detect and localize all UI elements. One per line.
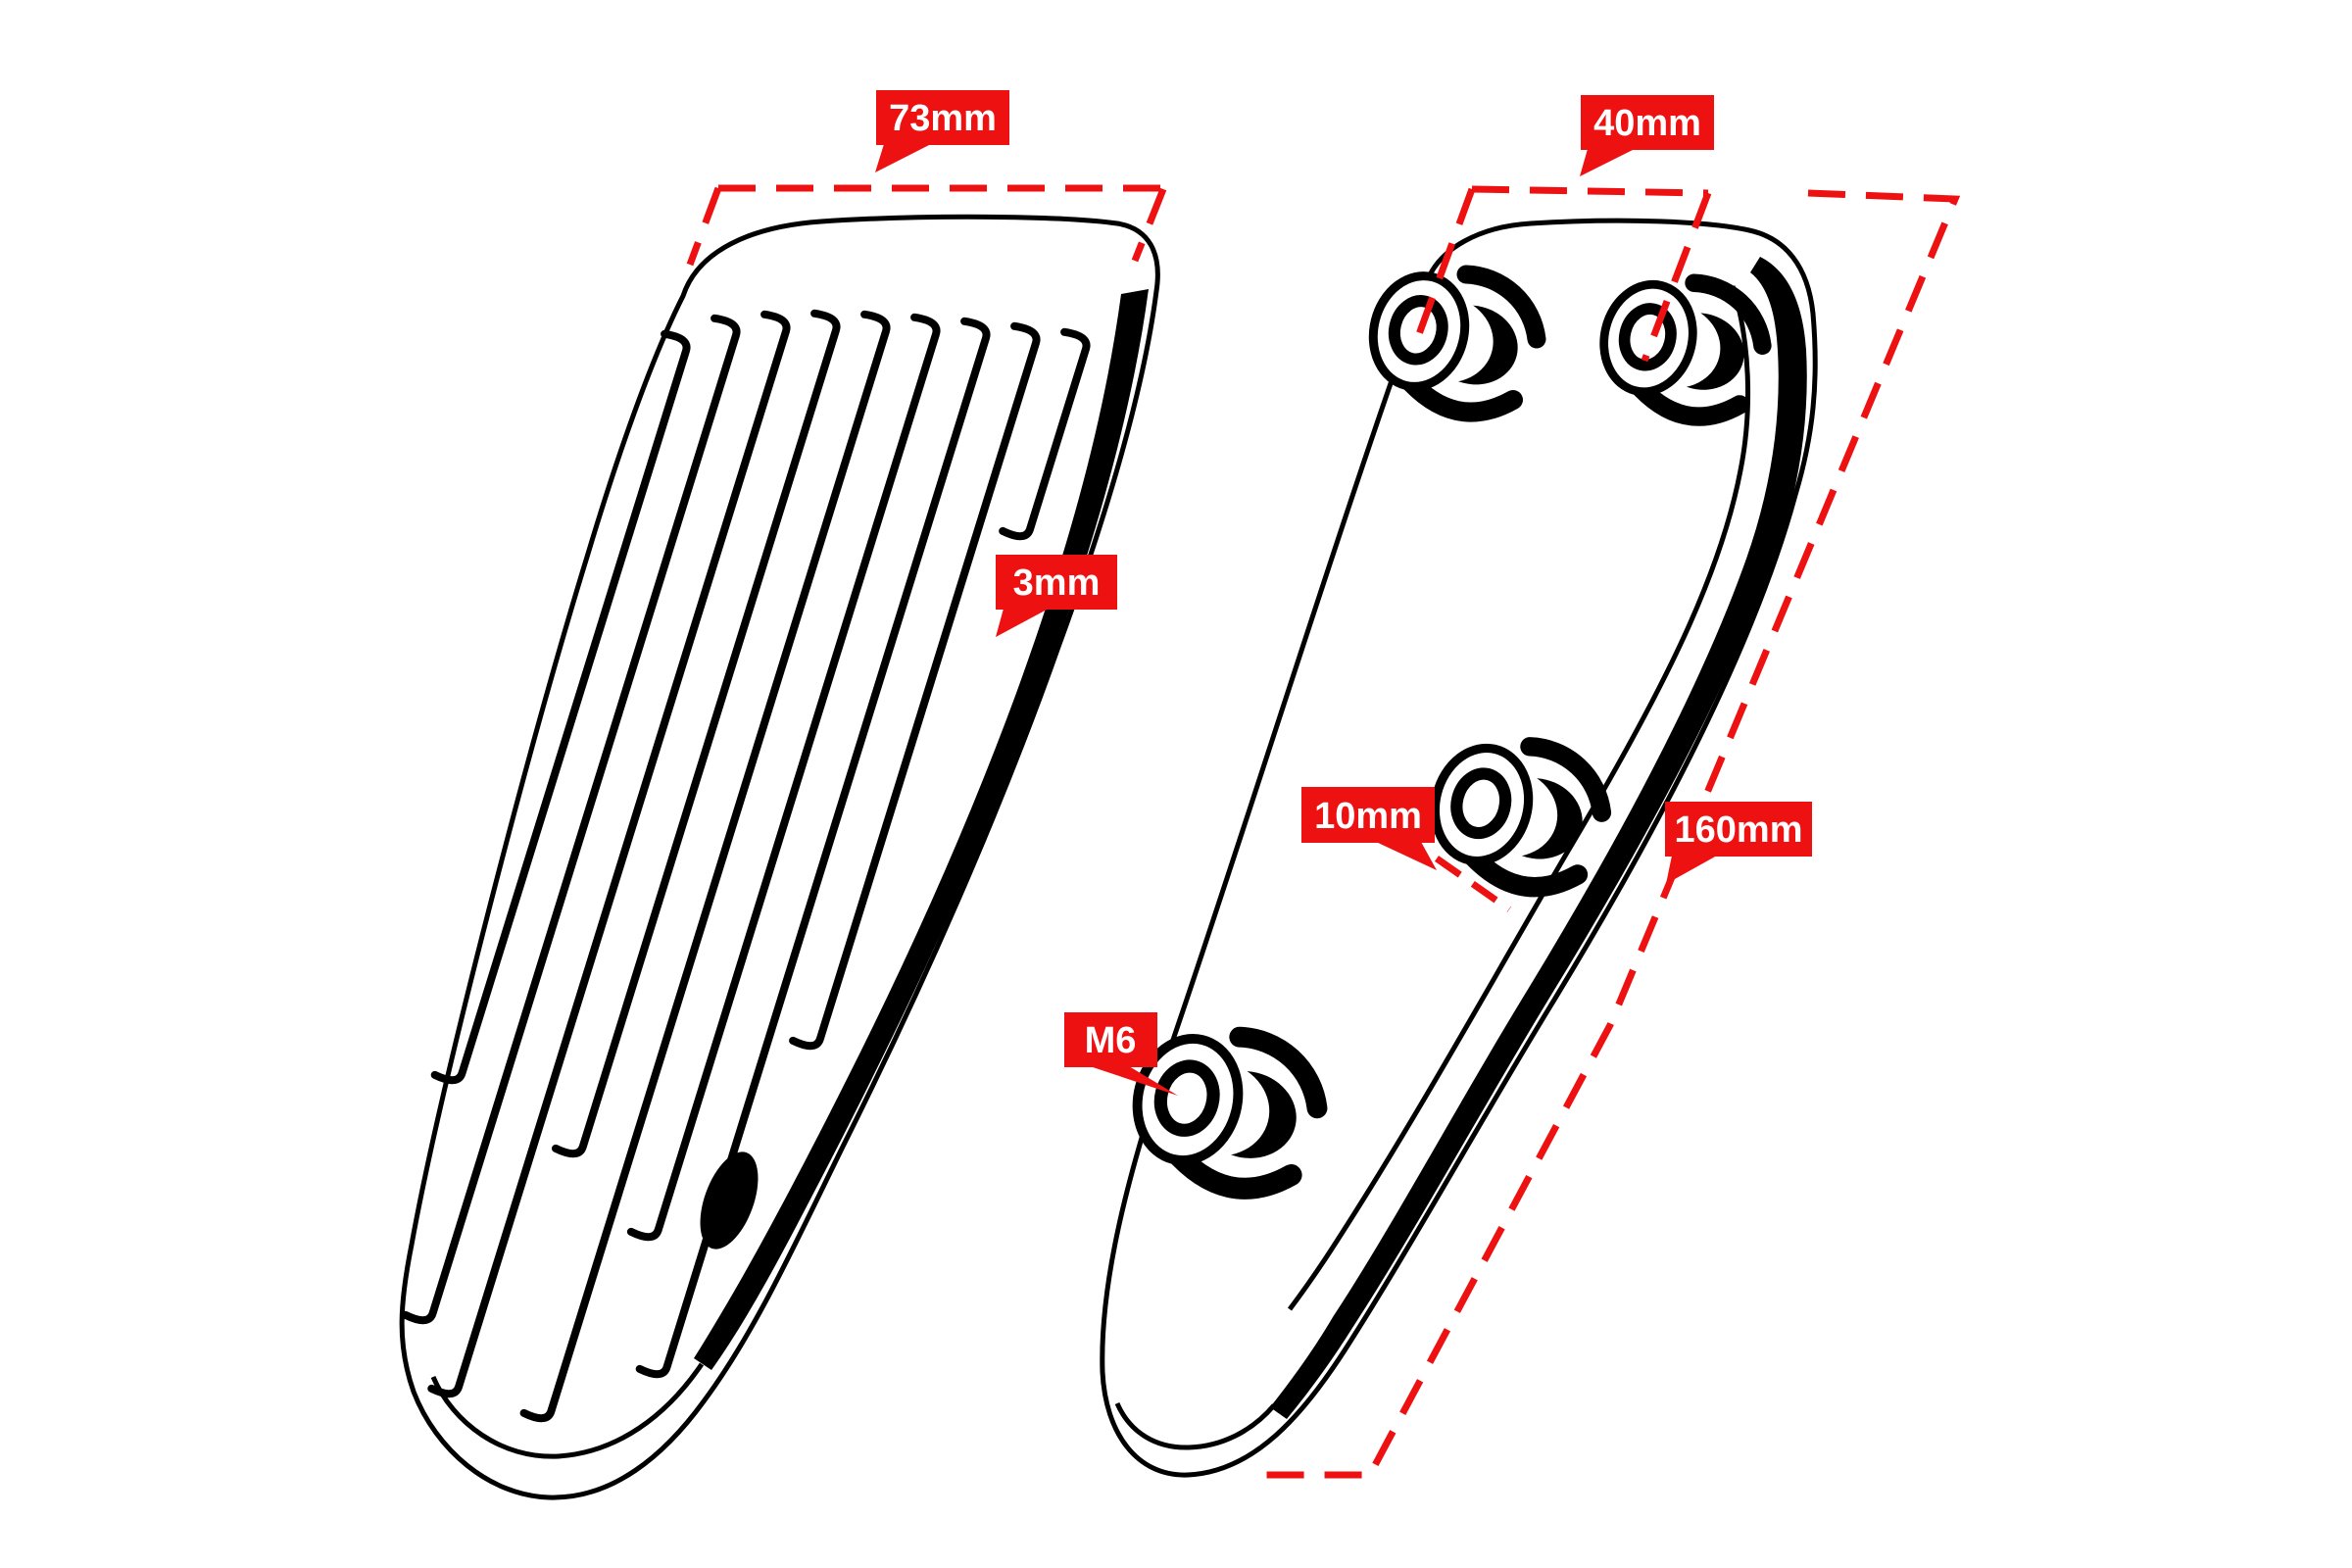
front-view-pedal bbox=[399, 214, 1160, 1500]
label-10mm-pointer bbox=[1376, 842, 1437, 870]
label-73mm-pointer bbox=[875, 144, 931, 172]
label-73mm-box bbox=[876, 90, 1009, 145]
pedal-groove-line bbox=[635, 317, 991, 1379]
mounting-bolt bbox=[1132, 1026, 1328, 1200]
pedal-groove-line bbox=[552, 309, 841, 1158]
label-160mm-pointer bbox=[1666, 856, 1717, 884]
label-3mm-text: 3mm bbox=[1013, 563, 1101, 604]
bolt-shadow-hook-top bbox=[1685, 273, 1772, 355]
label-40mm-box bbox=[1581, 95, 1714, 150]
bolt-socket-head bbox=[1153, 1059, 1220, 1137]
label-40mm: 40mm bbox=[1580, 95, 1714, 176]
label-73mm: 73mm bbox=[875, 90, 1009, 172]
dimension-lines bbox=[686, 184, 1961, 1479]
label-m6: M6 bbox=[1064, 1012, 1178, 1096]
dimension-labels: 73mm 40mm 3mm 10mm 160mm M6 bbox=[875, 90, 1812, 1096]
label-3mm-pointer bbox=[996, 609, 1049, 637]
dimension-tick-73mm-right bbox=[1131, 187, 1167, 263]
label-3mm-box bbox=[996, 555, 1117, 610]
bolt-shadow-hook-top bbox=[1229, 1026, 1328, 1119]
back-pedal-bottom-edge bbox=[1114, 1401, 1276, 1450]
label-m6-box bbox=[1064, 1012, 1157, 1067]
pedal-groove-line bbox=[430, 329, 691, 1085]
front-pedal-stem bbox=[700, 1152, 759, 1250]
label-40mm-text: 40mm bbox=[1593, 103, 1701, 144]
front-pedal-bottom-edge bbox=[430, 1362, 705, 1459]
mounting-bolt bbox=[1599, 273, 1772, 426]
dimension-line-40mm bbox=[1471, 185, 1709, 197]
pedal-groove-line bbox=[626, 313, 941, 1242]
dimension-tick-40mm-left bbox=[1411, 187, 1476, 347]
back-pedal-edge-crease bbox=[1287, 285, 1751, 1311]
dimension-tick-73mm-left bbox=[686, 186, 722, 267]
label-m6-text: M6 bbox=[1085, 1020, 1137, 1061]
bolt-shadow-hook-top bbox=[1520, 737, 1612, 822]
label-10mm-text: 10mm bbox=[1314, 796, 1422, 837]
dimension-tick-40mm-right bbox=[1641, 191, 1712, 363]
mounting-bolts bbox=[1132, 265, 1772, 1200]
mounting-bolt bbox=[1430, 737, 1612, 898]
front-pedal-silhouette bbox=[399, 214, 1160, 1500]
label-40mm-pointer bbox=[1580, 149, 1635, 176]
label-m6-pointer bbox=[1090, 1066, 1178, 1096]
pedal-groove-line bbox=[519, 310, 891, 1423]
pedal-groove-line bbox=[401, 314, 741, 1325]
label-160mm-box bbox=[1665, 802, 1812, 857]
label-73mm-text: 73mm bbox=[889, 98, 997, 139]
back-view-pedal bbox=[1100, 218, 1818, 1478]
dimension-line-160mm bbox=[1266, 189, 1961, 1479]
label-10mm-box bbox=[1301, 787, 1435, 843]
label-160mm-text: 160mm bbox=[1675, 809, 1803, 851]
bolt-socket-head bbox=[1450, 767, 1512, 840]
bolt-shadow-hook-top bbox=[1456, 265, 1546, 349]
label-160mm: 160mm bbox=[1665, 802, 1812, 884]
dimension-line-10mm bbox=[1434, 856, 1512, 912]
label-3mm: 3mm bbox=[996, 555, 1117, 637]
pedal-groove-line bbox=[789, 321, 1041, 1051]
pedal-groove-line bbox=[999, 327, 1091, 541]
label-10mm: 10mm bbox=[1301, 787, 1437, 870]
